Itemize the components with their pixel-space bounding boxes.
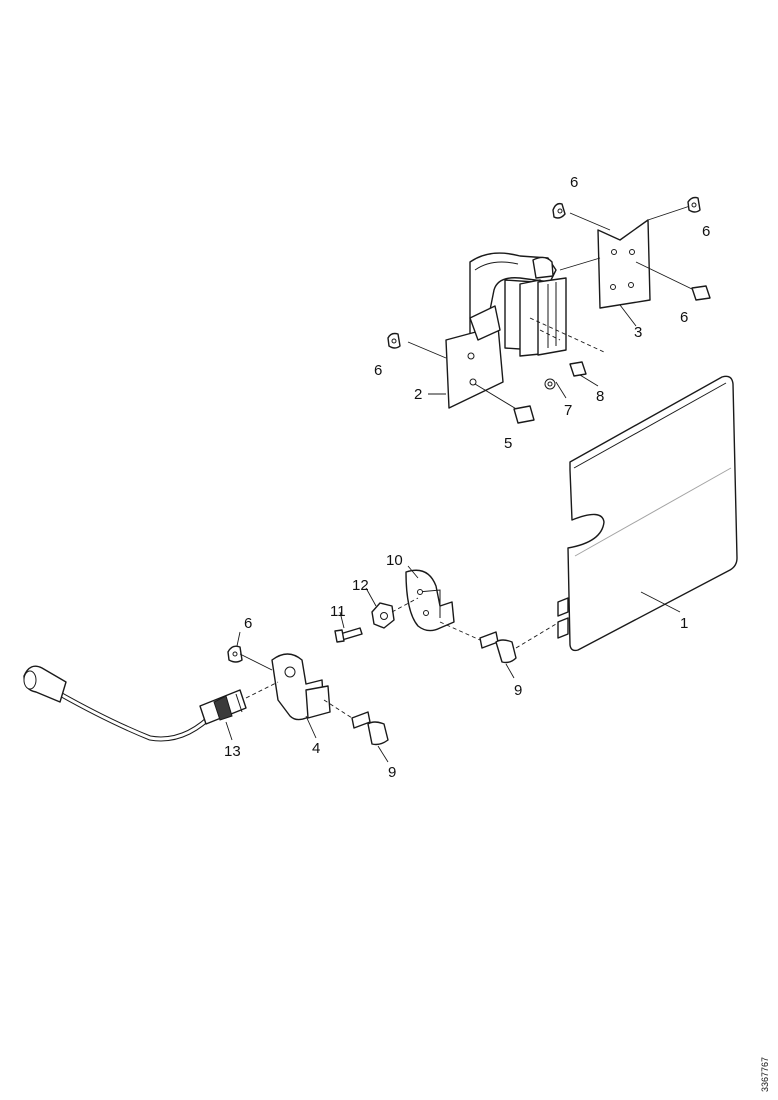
part-13-sensor-cable [23,665,279,742]
callout-5: 5 [504,435,512,452]
callout-12: 12 [352,577,369,594]
part-11-screw [334,611,363,643]
part-9-bolt-lower [323,699,389,763]
part-10-bracket [405,565,455,632]
part-12-nut [365,587,419,629]
part-4-sensor-bracket [271,653,331,739]
document-number: 3367767 [760,1057,770,1092]
callout-6-right: 6 [680,309,688,326]
hardware-upper [387,196,711,424]
callout-2: 2 [414,386,422,403]
part-2-hinge-bracket [407,252,567,411]
callout-7: 7 [564,402,572,419]
callout-9-middle: 9 [514,682,522,699]
callout-3: 3 [634,324,642,341]
part-3-side-plate [529,205,695,353]
part-9-bolt-middle [439,621,557,679]
callout-13: 13 [224,743,241,760]
callout-9-lower: 9 [388,764,396,781]
callout-labels: 1 2 3 4 5 6 6 6 6 6 6 7 8 9 9 10 11 12 1… [224,174,710,781]
callout-6-top-right: 6 [702,223,710,240]
callout-8: 8 [596,388,604,405]
callout-6-top: 6 [570,174,578,191]
part-1-cover-plate [557,375,738,652]
callout-4: 4 [312,740,320,757]
callout-6-lower: 6 [244,615,252,632]
callout-6-left: 6 [374,362,382,379]
callout-10: 10 [386,552,403,569]
callout-11: 11 [330,603,346,620]
callout-1: 1 [680,615,688,632]
part-6-lower-nut [227,631,273,671]
